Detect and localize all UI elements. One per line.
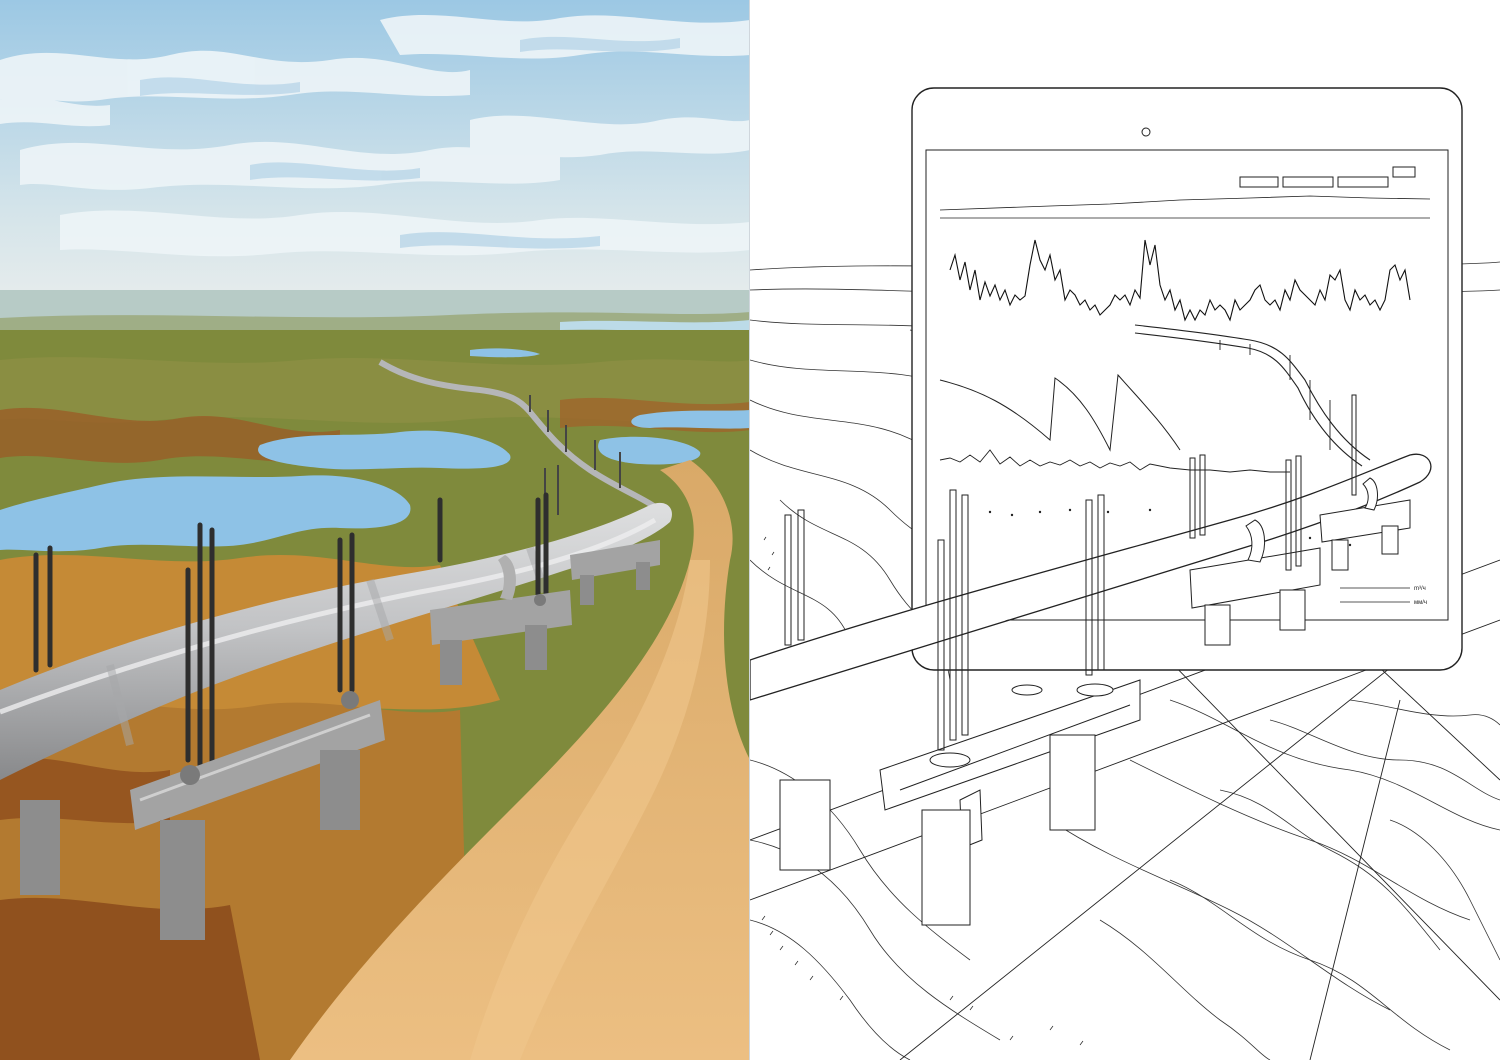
unit-label-flow: m³/ч bbox=[1414, 586, 1426, 592]
thermosyphons-line-art bbox=[784, 394, 1357, 751]
supports-line-art bbox=[779, 499, 1411, 926]
timeline-overview bbox=[939, 195, 1431, 211]
unit-label-rate: мм/ч bbox=[1414, 600, 1427, 606]
sensor-chart-baseline bbox=[939, 449, 1290, 473]
dashboard-header-buttons bbox=[1239, 166, 1416, 188]
distant-lake bbox=[560, 320, 750, 332]
far-supports-line-art bbox=[1219, 340, 1331, 450]
tablet-device: m³/ч мм/ч bbox=[911, 87, 1463, 671]
dirt-road bbox=[290, 460, 750, 1060]
tundra-pipeline-illustration bbox=[0, 0, 750, 1060]
pipeline-supports bbox=[20, 540, 660, 940]
tundra-ponds bbox=[0, 348, 750, 552]
line-art-panel: m³/ч мм/ч bbox=[750, 0, 1500, 1060]
thermosyphons bbox=[33, 492, 549, 773]
far-pipeline-line-art bbox=[1134, 324, 1371, 461]
tablet-camera bbox=[1141, 127, 1151, 137]
panel-divider bbox=[749, 0, 750, 1060]
cloud-shadows bbox=[140, 36, 680, 249]
color-illustration-panel bbox=[0, 0, 750, 1060]
terrain-hatching bbox=[761, 536, 1084, 1046]
sensor-chart-sawtooth bbox=[939, 373, 1181, 452]
distant-pipeline bbox=[378, 359, 668, 518]
sensor-chart-main bbox=[949, 239, 1411, 322]
line-art-illustration: m³/ч мм/ч bbox=[750, 87, 1500, 1060]
pipe-saddles-line-art bbox=[929, 477, 1378, 768]
